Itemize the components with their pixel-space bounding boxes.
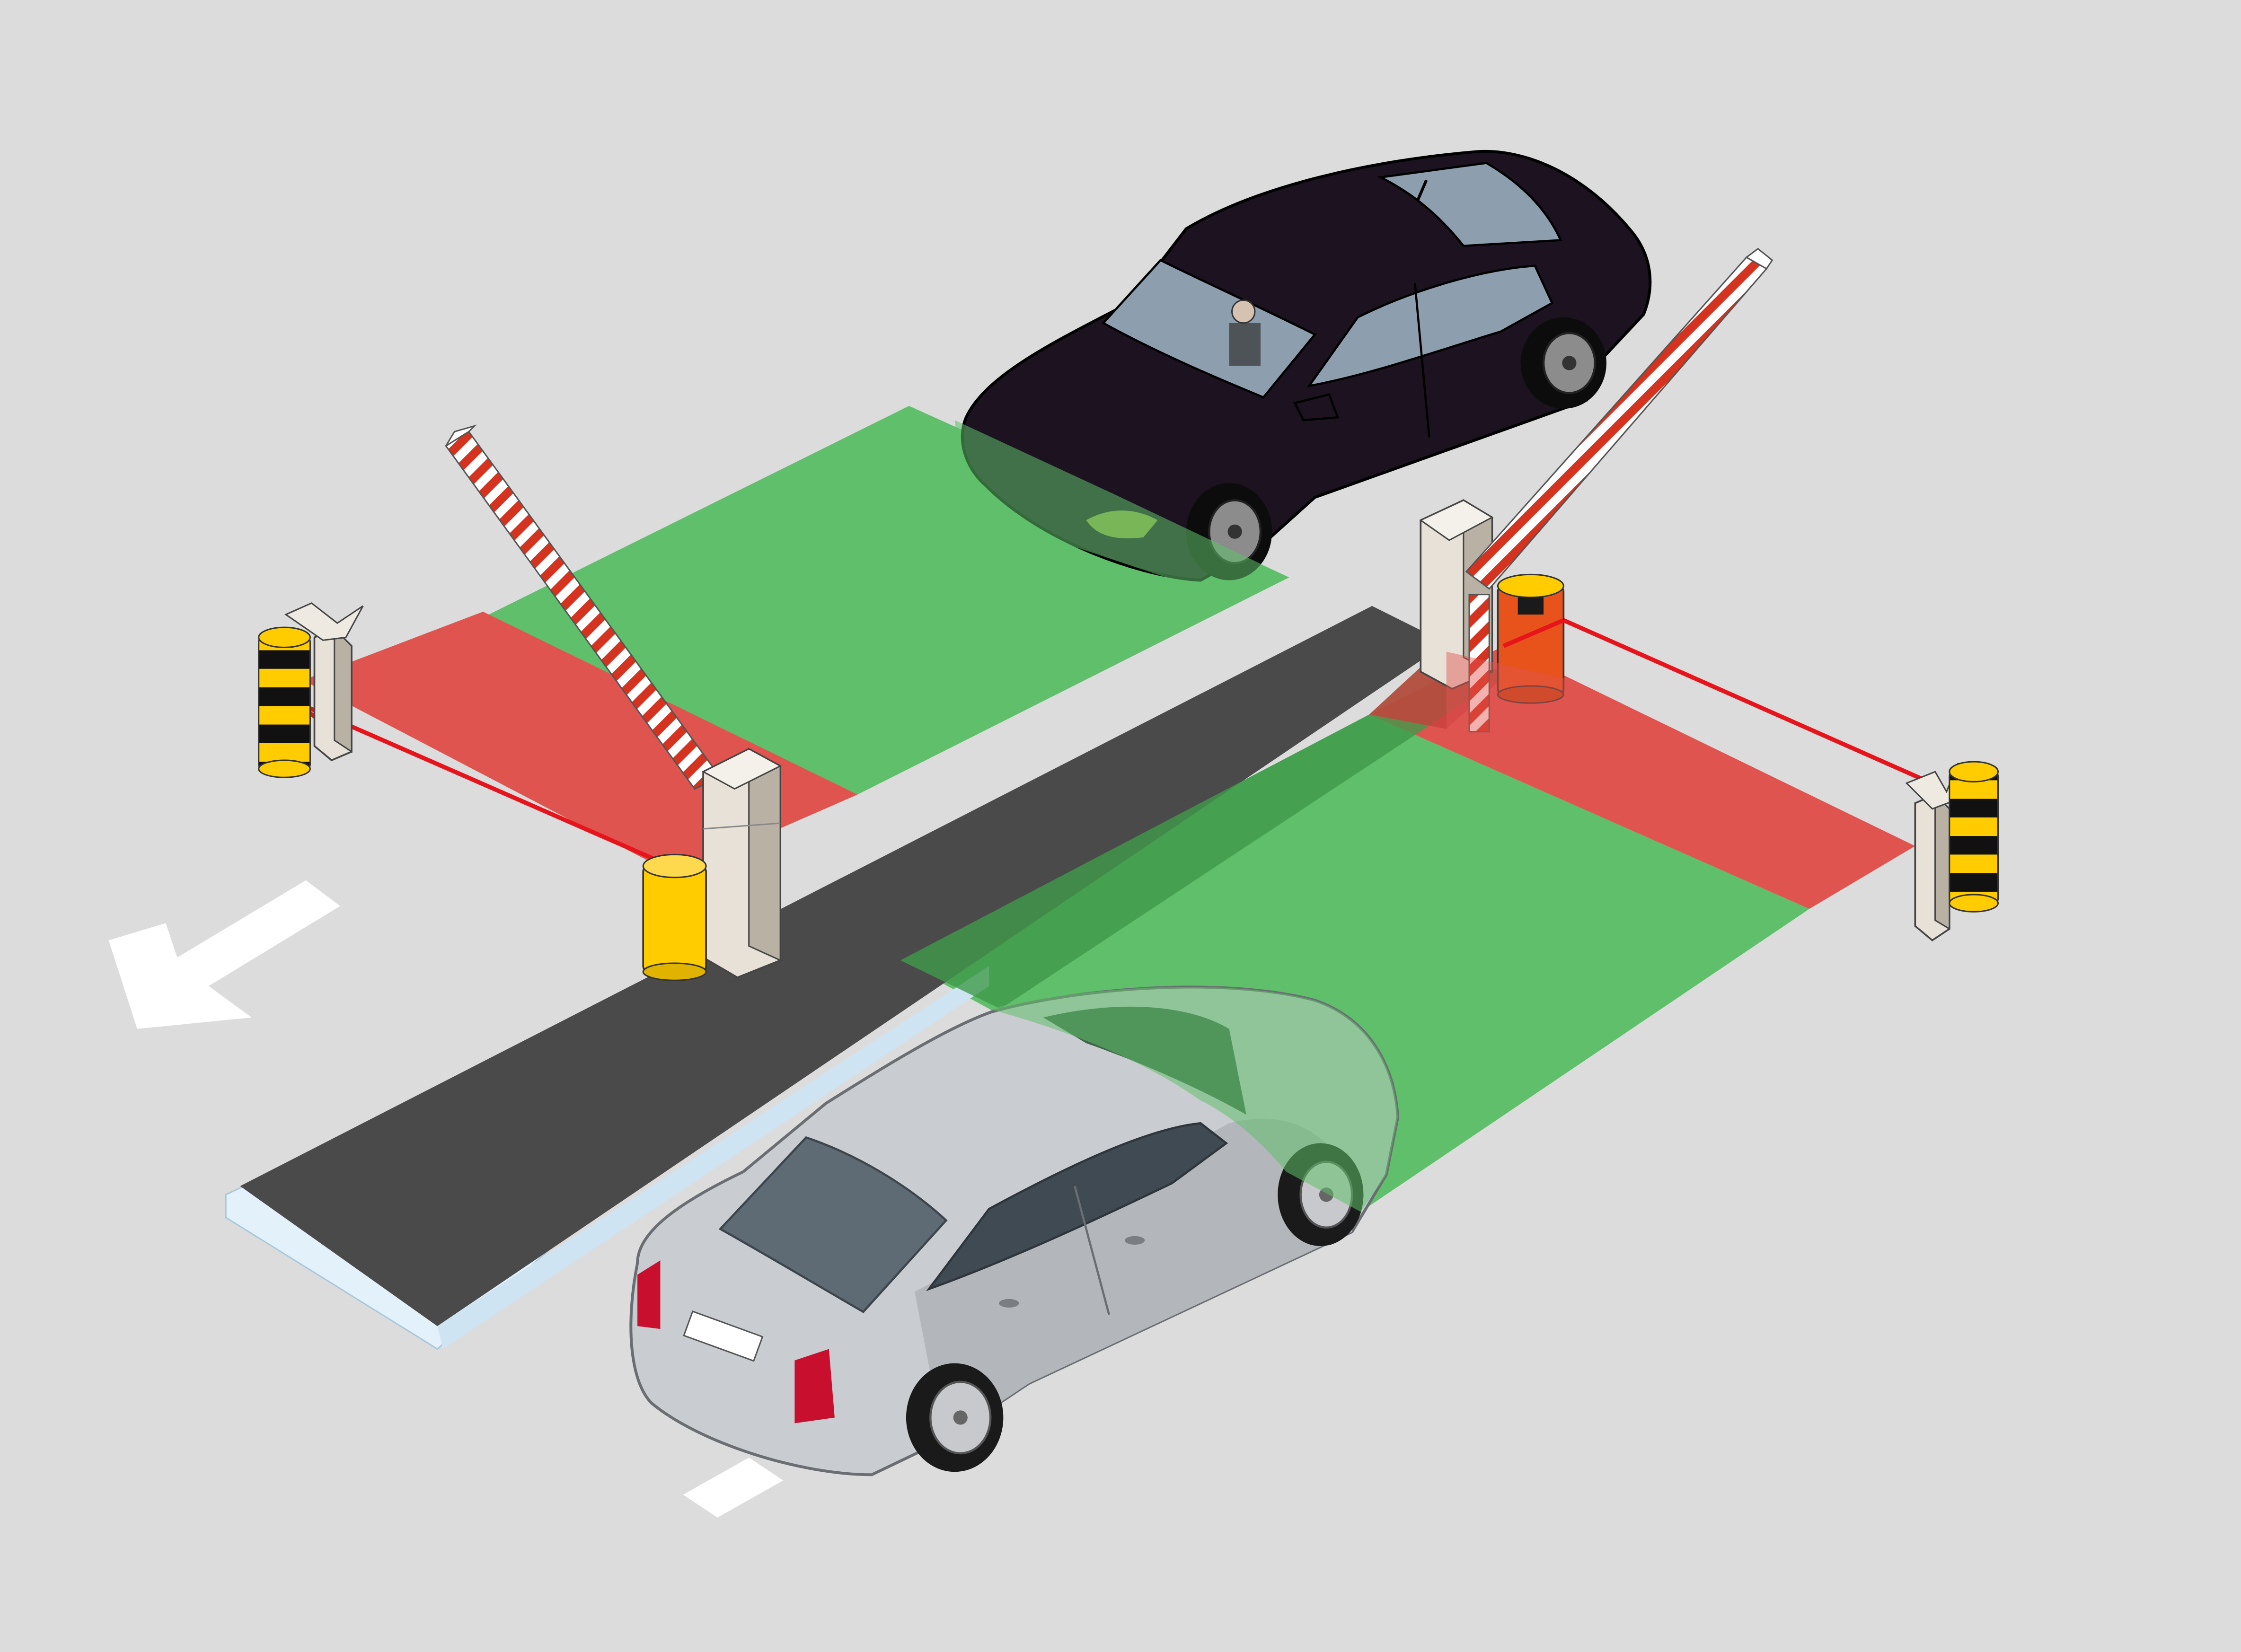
left-safety-post bbox=[284, 602, 364, 762]
left-front-bollard bbox=[642, 853, 707, 981]
left-bollard bbox=[258, 626, 311, 778]
silver-sedan-left-taillight bbox=[637, 1260, 661, 1329]
right-sensor-column bbox=[1497, 573, 1565, 704]
near-red-zone bbox=[1369, 646, 1915, 909]
right-boom-barrier bbox=[1419, 247, 1773, 733]
lane-marking bbox=[683, 1458, 784, 1518]
driver bbox=[1231, 299, 1256, 324]
silver-sedan-right-taillight bbox=[794, 1349, 835, 1424]
right-boom-support bbox=[1468, 594, 1490, 733]
direction-arrow-icon bbox=[108, 880, 340, 1029]
zone-over-road bbox=[900, 646, 1507, 1009]
silver-sedan-rear-wheel bbox=[906, 1363, 1004, 1472]
right-safety-post bbox=[1905, 763, 1959, 941]
silver-sedan-side-windows bbox=[926, 1122, 1228, 1292]
right-safety-beam-side bbox=[1502, 618, 1565, 648]
dark-sedan-side-windows bbox=[1306, 264, 1554, 387]
silver-sedan-license-plate bbox=[683, 1310, 764, 1362]
road bbox=[240, 606, 1447, 1327]
left-safety-beam-top bbox=[291, 698, 684, 874]
right-safety-beam-top bbox=[1562, 618, 1939, 788]
near-green-zone bbox=[900, 714, 1809, 1212]
silver-sedan bbox=[629, 985, 1399, 1476]
dark-sedan bbox=[961, 149, 1652, 582]
silver-sedan-rear-window bbox=[718, 1136, 948, 1313]
road-curb-front bbox=[437, 966, 989, 1349]
right-bollard bbox=[1949, 761, 1999, 913]
silver-sedan-in-zone bbox=[989, 987, 1398, 1212]
dark-sedan-in-zone bbox=[954, 420, 1289, 589]
left-barrier-cabinet bbox=[701, 747, 782, 979]
dark-sedan-windshield bbox=[1102, 259, 1317, 399]
red-over-cabinet bbox=[1446, 651, 1572, 743]
dark-sedan-rear-wheel bbox=[1520, 317, 1606, 409]
left-boom-barrier bbox=[445, 424, 782, 979]
